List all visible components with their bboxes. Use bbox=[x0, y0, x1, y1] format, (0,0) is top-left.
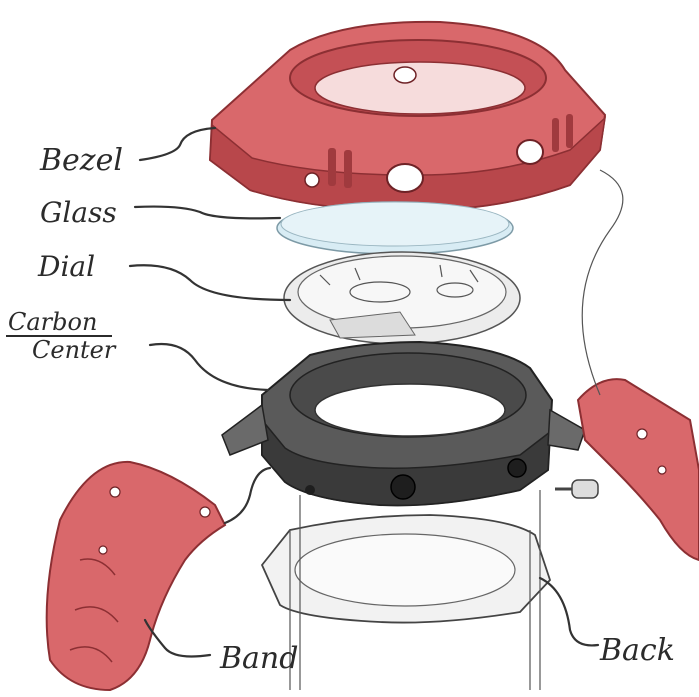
band-left-leader bbox=[223, 466, 272, 525]
dial-part bbox=[283, 251, 521, 345]
band-leader bbox=[143, 618, 212, 658]
glass-part bbox=[276, 201, 514, 255]
label-dial: Dial bbox=[37, 250, 95, 283]
label-back: Back bbox=[599, 633, 675, 668]
label-carbon: Carbon bbox=[8, 308, 97, 336]
band-right-part bbox=[576, 169, 699, 562]
label-bezel: Bezel bbox=[39, 143, 123, 178]
band-left-part bbox=[45, 460, 227, 692]
dial-leader bbox=[128, 264, 292, 302]
back-leader bbox=[538, 576, 600, 647]
case-back-part bbox=[260, 490, 552, 690]
bezel-part bbox=[208, 20, 607, 212]
carbon-leader bbox=[148, 342, 270, 392]
label-band: Band bbox=[219, 641, 298, 676]
label-center: Center bbox=[32, 336, 117, 364]
glass-leader bbox=[133, 205, 282, 220]
carbon-center-part bbox=[221, 340, 599, 507]
label-glass: Glass bbox=[40, 196, 117, 229]
bezel-leader bbox=[138, 126, 217, 162]
